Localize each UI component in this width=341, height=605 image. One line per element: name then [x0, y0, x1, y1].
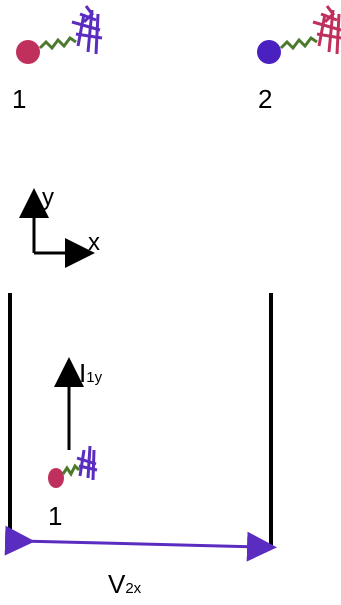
impulse-label: I1y	[79, 360, 102, 391]
x-axis-label: x	[88, 229, 100, 256]
molecule-1-icon	[16, 5, 103, 64]
molecule-2-label: 2	[258, 84, 273, 114]
molecule-in-box-label: 1	[48, 501, 63, 531]
velocity-label: V2x	[108, 571, 141, 602]
velocity-arrow	[4, 525, 277, 562]
velocity-label-main: V	[108, 569, 126, 599]
impulse-label-sub: 1y	[86, 369, 103, 386]
y-axis-label: y	[42, 184, 54, 211]
impulse-label-main: I	[79, 358, 87, 388]
molecule-1-label: 1	[12, 84, 27, 114]
coordinate-axes	[19, 188, 95, 268]
molecule-in-box-icon	[48, 445, 98, 488]
molecule-2-icon	[257, 5, 341, 64]
velocity-label-sub: 2x	[125, 580, 142, 597]
